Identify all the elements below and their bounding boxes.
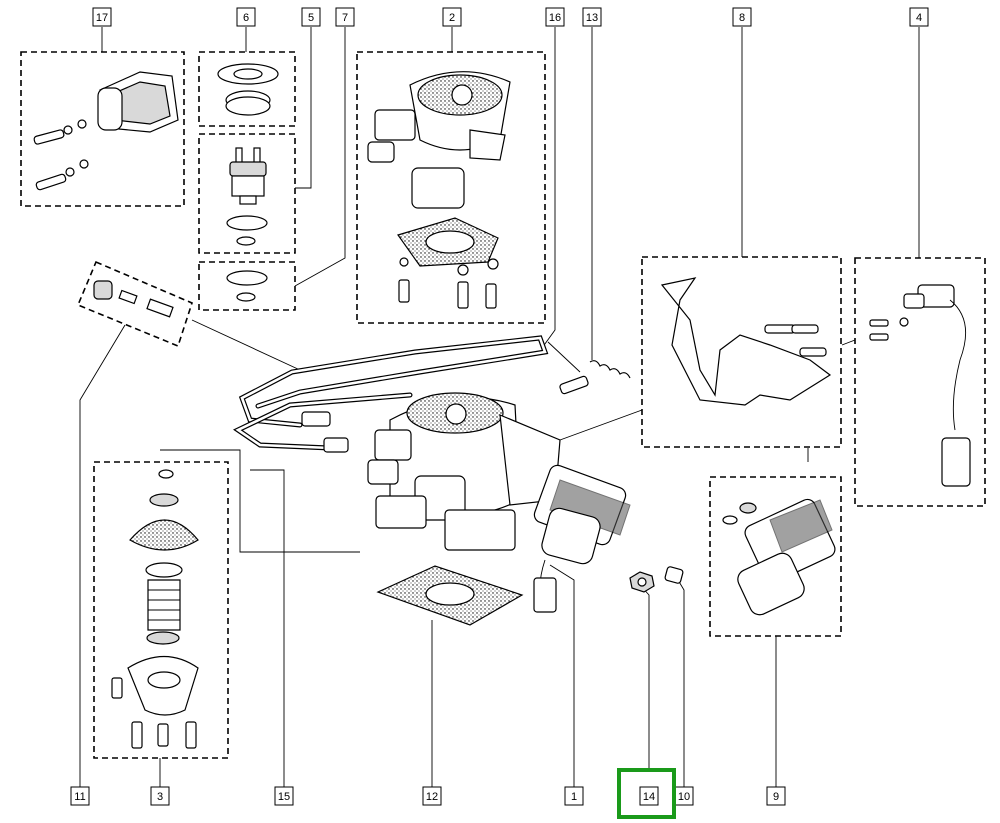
callout-14: 14 [639,786,659,806]
group-frame-3 [93,461,229,759]
svg-text:11: 11 [74,791,85,803]
callout-labels: 17 6 5 7 2 16 13 8 4 11 3 [70,7,929,806]
group-frames [20,51,986,759]
callout-13: 13 [582,7,602,27]
svg-text:12: 12 [426,791,438,803]
part-3-regulator [111,469,199,749]
callout-1: 1 [564,786,584,806]
callout-12: 12 [422,786,442,806]
callout-17: 17 [92,7,112,27]
svg-text:2: 2 [449,12,455,24]
callout-6: 6 [236,7,256,27]
svg-text:7: 7 [342,12,348,24]
group-frame-11 [76,260,193,348]
group-frame-9 [709,476,842,637]
callout-9: 9 [766,786,786,806]
callout-2: 2 [442,7,462,27]
group-frame-2 [356,51,546,324]
svg-text:3: 3 [157,791,163,803]
part-13-spring [547,341,631,395]
callout-3: 3 [150,786,170,806]
part-4-sensor-harness [869,284,971,487]
group-frame-8 [641,256,842,448]
part-11-fitting [93,280,174,318]
part-8-bracket [660,277,832,406]
svg-text:10: 10 [678,791,690,803]
part-7-o-rings [226,270,268,302]
fuel-pipes [233,335,549,453]
part-9-actuator [722,498,836,616]
part-6-seal [217,63,279,116]
svg-text:5: 5 [308,12,314,24]
callout-11: 11 [70,786,90,806]
callout-7: 7 [335,7,355,27]
svg-text:4: 4 [916,12,922,24]
part-14-nut [629,571,655,593]
svg-text:13: 13 [586,12,598,24]
leader-lines [79,27,920,788]
callout-4: 4 [909,7,929,27]
svg-text:17: 17 [96,12,108,24]
svg-text:1: 1 [571,791,577,803]
part-10-cap [664,566,684,584]
svg-text:15: 15 [278,791,290,803]
callout-8: 8 [732,7,752,27]
group-frame-17 [20,51,185,207]
group-frame-5 [198,133,296,254]
callout-10: 10 [674,786,694,806]
svg-text:14: 14 [643,791,655,803]
part-12-gasket [376,565,524,626]
part-1-throttle-body [367,392,631,613]
group-frame-6 [198,51,296,127]
callout-5: 5 [301,7,321,27]
svg-text:9: 9 [773,791,779,803]
svg-text:6: 6 [243,12,249,24]
callout-15: 15 [274,786,294,806]
part-5-switch [226,147,268,246]
part-17-throttle-sensor [33,71,179,191]
highlight-callout-14 [617,768,676,819]
part-2-injector-housing [367,71,511,309]
svg-text:16: 16 [549,12,561,24]
group-frame-7 [198,261,296,311]
svg-text:8: 8 [739,12,745,24]
callout-16: 16 [545,7,565,27]
group-frame-4 [854,257,986,507]
